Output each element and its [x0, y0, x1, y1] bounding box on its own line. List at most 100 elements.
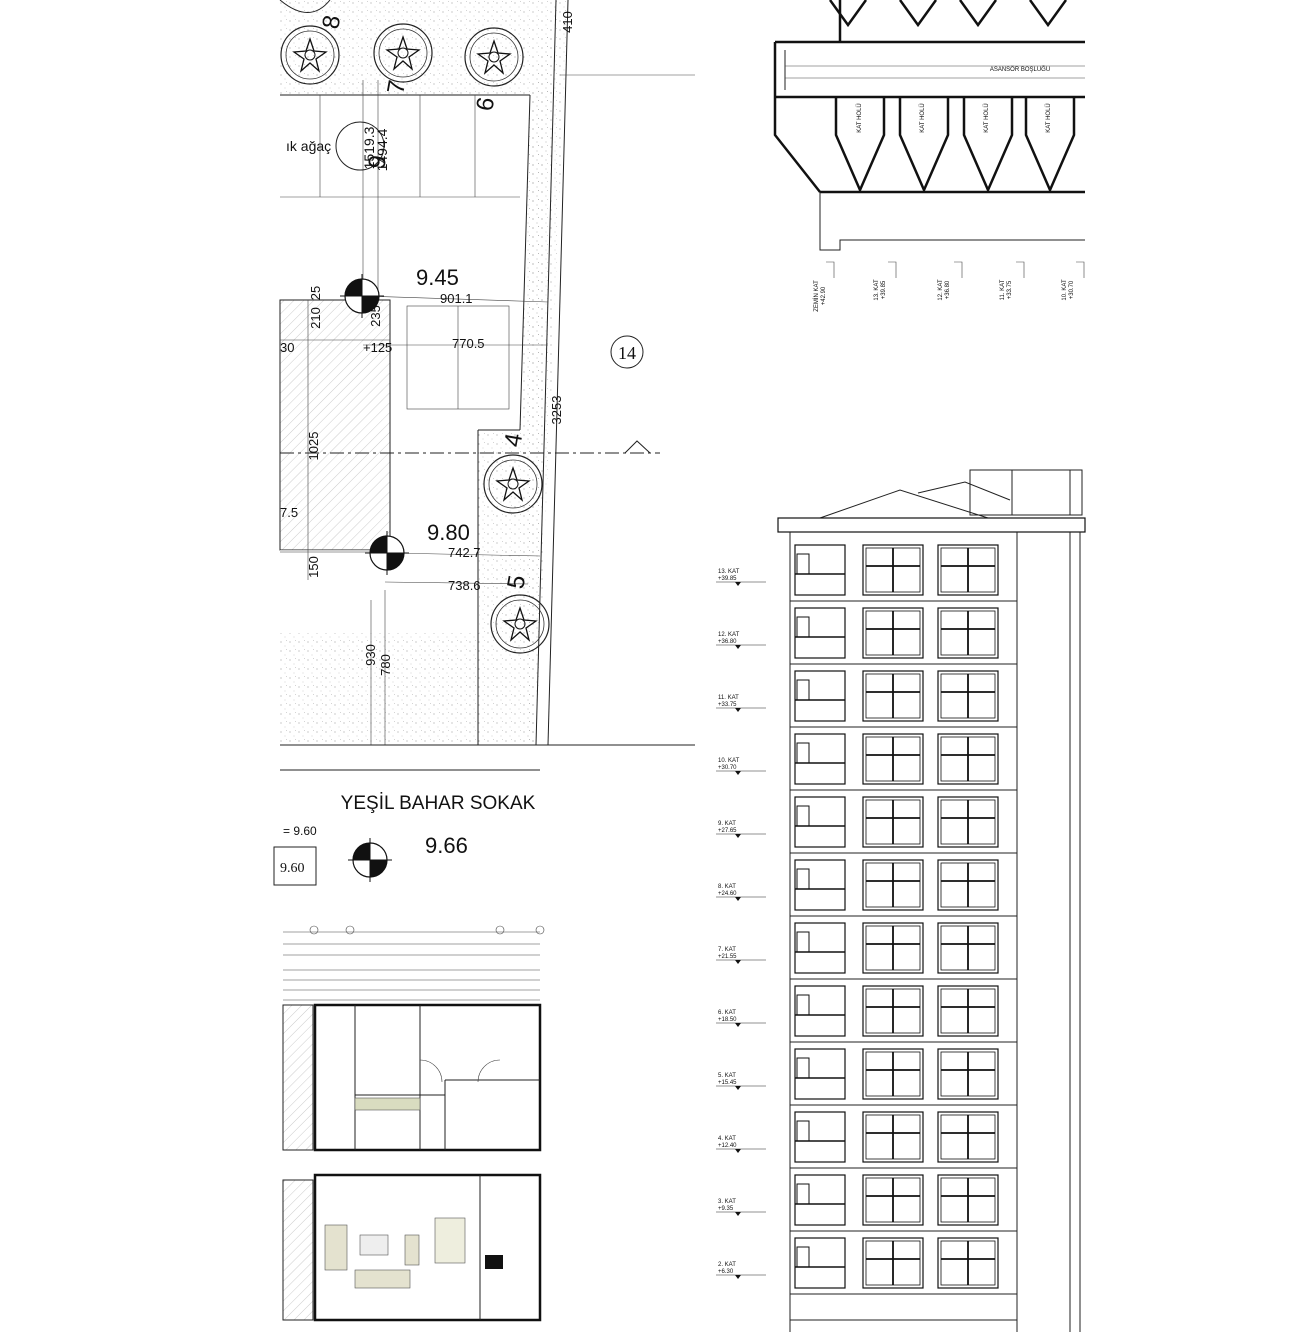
landscape-area-right: [478, 95, 548, 745]
floor-level-name: 5. KAT: [718, 1073, 736, 1079]
apartment-wall: [313, 1173, 542, 1322]
floor-plan: [282, 925, 545, 1322]
window: [862, 1048, 924, 1100]
existing-tree-circle: [335, 121, 385, 171]
floor-level-name: 10. KAT: [718, 758, 740, 764]
apartment-wall: [313, 1003, 542, 1152]
level-triangle-icon: [735, 834, 741, 838]
sofa: [324, 1224, 348, 1271]
dim-901: [362, 295, 549, 303]
dim-1025-label: 1025: [306, 432, 321, 461]
roof-outline: [917, 481, 1011, 501]
window: [862, 1111, 924, 1163]
floor-level-value: +18.50: [718, 1017, 737, 1023]
floor-level-name: 4. KAT: [718, 1136, 736, 1142]
section-profile: [773, 97, 821, 193]
tree-number: 4: [499, 431, 528, 449]
section-level-name: 13. KAT: [874, 279, 880, 301]
floor-level-value: +33.75: [718, 702, 737, 708]
step: [280, 550, 390, 553]
level-triangle-icon: [735, 645, 741, 649]
balcony-window: [794, 1111, 846, 1163]
level-triangle-icon: [735, 960, 741, 964]
window: [862, 607, 924, 659]
floor-level-name: 11. KAT: [718, 695, 739, 701]
tree-number: 9: [363, 153, 392, 171]
stair-flight-top: [958, 0, 998, 28]
balcony-door: [796, 1120, 810, 1142]
elevation-label-bottom: 9.66: [425, 833, 468, 858]
elevation-marker-icon: [347, 837, 393, 883]
window: [862, 922, 924, 974]
balcony-window: [794, 859, 846, 911]
dim-210-label: 210: [308, 307, 323, 329]
balcony-door: [796, 553, 810, 575]
window: [937, 607, 999, 659]
section-level-marker: 11. KAT +33.75: [1000, 261, 1025, 300]
window: [937, 733, 999, 785]
floor-level-name: 13. KAT: [718, 569, 740, 575]
hall-label: KAT HOLÜ: [856, 103, 863, 132]
floor-level-name: 9. KAT: [718, 821, 736, 827]
window: [937, 544, 999, 596]
section-level-name: 10. KAT: [1062, 279, 1068, 301]
grid-bubble: [535, 925, 545, 935]
window: [862, 1174, 924, 1226]
window: [862, 1237, 924, 1289]
balcony-window: [794, 1048, 846, 1100]
stair-flight: [834, 97, 886, 194]
dim-738-label: 738.6: [448, 578, 481, 593]
balcony-window: [794, 670, 846, 722]
floor-level-value: +30.70: [718, 765, 737, 771]
grid-bubble: [309, 925, 319, 935]
street-name: YEŞİL BAHAR SOKAK: [341, 793, 536, 814]
site-plan: 14 9.45 9.80 9.66 901.1 770.5 742.7 738.…: [273, 0, 695, 886]
dim-30-label: 30: [280, 340, 294, 355]
dim-742-label: 742.7: [448, 545, 481, 560]
level-tick: [826, 261, 835, 278]
section-level-marker: ZEMİN KAT +42.90: [813, 261, 835, 312]
level-tick: [1016, 261, 1025, 278]
dim-770-label: 770.5: [452, 336, 485, 351]
window: [937, 859, 999, 911]
hall-label: KAT HOLÜ: [1045, 103, 1052, 132]
window: [937, 985, 999, 1037]
floor-level-value: +24.60: [718, 891, 737, 897]
road-level-box: [273, 846, 317, 886]
tree-number: 8: [317, 13, 346, 31]
stair-core: [282, 1179, 314, 1321]
road-level-label: = 9.60: [283, 824, 317, 838]
building-section: ASANSÖR BOŞLUĞU KAT HOLÜ KAT HOLÜ KAT HO…: [773, 0, 1085, 312]
dim-410-label: 410: [560, 11, 575, 33]
balcony-door: [796, 994, 810, 1016]
window: [862, 670, 924, 722]
section-base: [819, 192, 1085, 251]
balcony-window: [794, 1174, 846, 1226]
elevation-label-mid: 9.80: [427, 520, 470, 545]
dim-738: [384, 581, 529, 585]
window: [862, 796, 924, 848]
building-footprint: [279, 299, 391, 551]
window: [862, 544, 924, 596]
stair-flight: [962, 97, 1014, 194]
armchair: [404, 1234, 420, 1266]
tree-number: 6: [471, 95, 500, 113]
section-level-value: +33.75: [1007, 280, 1013, 299]
floor-level-name: 2. KAT: [718, 1262, 736, 1268]
dim-125-label: +125: [363, 340, 392, 355]
floor-level-name: 3. KAT: [718, 1199, 736, 1205]
window: [937, 670, 999, 722]
level-triangle-icon: [735, 1023, 741, 1027]
balcony-door: [796, 1057, 810, 1079]
balcony-window: [794, 544, 846, 596]
level-triangle-icon: [735, 708, 741, 712]
level-tick: [888, 261, 897, 278]
level-triangle-icon: [735, 897, 741, 901]
floor-level-value: +21.55: [718, 954, 737, 960]
balcony-door: [796, 868, 810, 890]
sofa: [354, 1269, 411, 1289]
balcony-window: [794, 796, 846, 848]
level-tick: [954, 261, 963, 278]
coffee-table: [359, 1234, 389, 1256]
stair-flight-top: [898, 0, 938, 28]
